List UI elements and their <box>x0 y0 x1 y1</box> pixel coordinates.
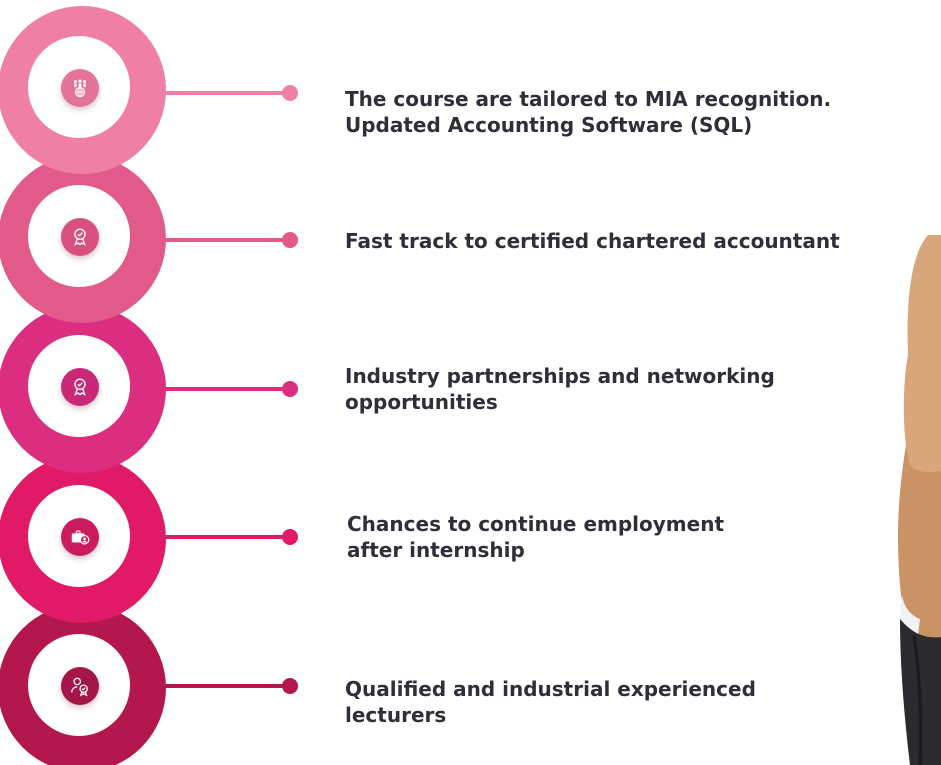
feature-ring-3 <box>0 305 166 473</box>
feature-ring-4 <box>0 455 166 623</box>
connector-dot-3 <box>282 381 298 397</box>
certified-person-icon <box>61 667 99 705</box>
connector-line-2 <box>158 232 298 248</box>
connector-dot-5 <box>282 678 298 694</box>
team-globe-icon <box>61 69 99 107</box>
connector-line-5 <box>158 678 298 694</box>
connector-dot-1 <box>282 85 298 101</box>
connector-dot-4 <box>282 529 298 545</box>
connector-line-1 <box>158 85 298 101</box>
feature-ring-2 <box>0 155 166 323</box>
connector-line-3 <box>158 381 298 397</box>
feature-text-5: Qualified and industrial experienced lec… <box>345 677 756 727</box>
feature-text-3: Industry partnerships and networking opp… <box>345 364 775 414</box>
person-photo <box>898 235 941 765</box>
feature-ring-1 <box>0 6 166 174</box>
feature-text-4: Chances to continue employment after int… <box>347 512 725 562</box>
feature-text-2: Fast track to certified chartered accoun… <box>345 229 840 253</box>
award-ribbon-icon <box>61 218 99 256</box>
connector-dot-2 <box>282 232 298 248</box>
feature-text-1: The course are tailored to MIA recogniti… <box>345 87 832 137</box>
award-ribbon-icon <box>61 368 99 406</box>
briefcase-person-icon <box>61 518 99 556</box>
feature-ring-5 <box>0 604 166 765</box>
connector-line-4 <box>158 529 298 545</box>
